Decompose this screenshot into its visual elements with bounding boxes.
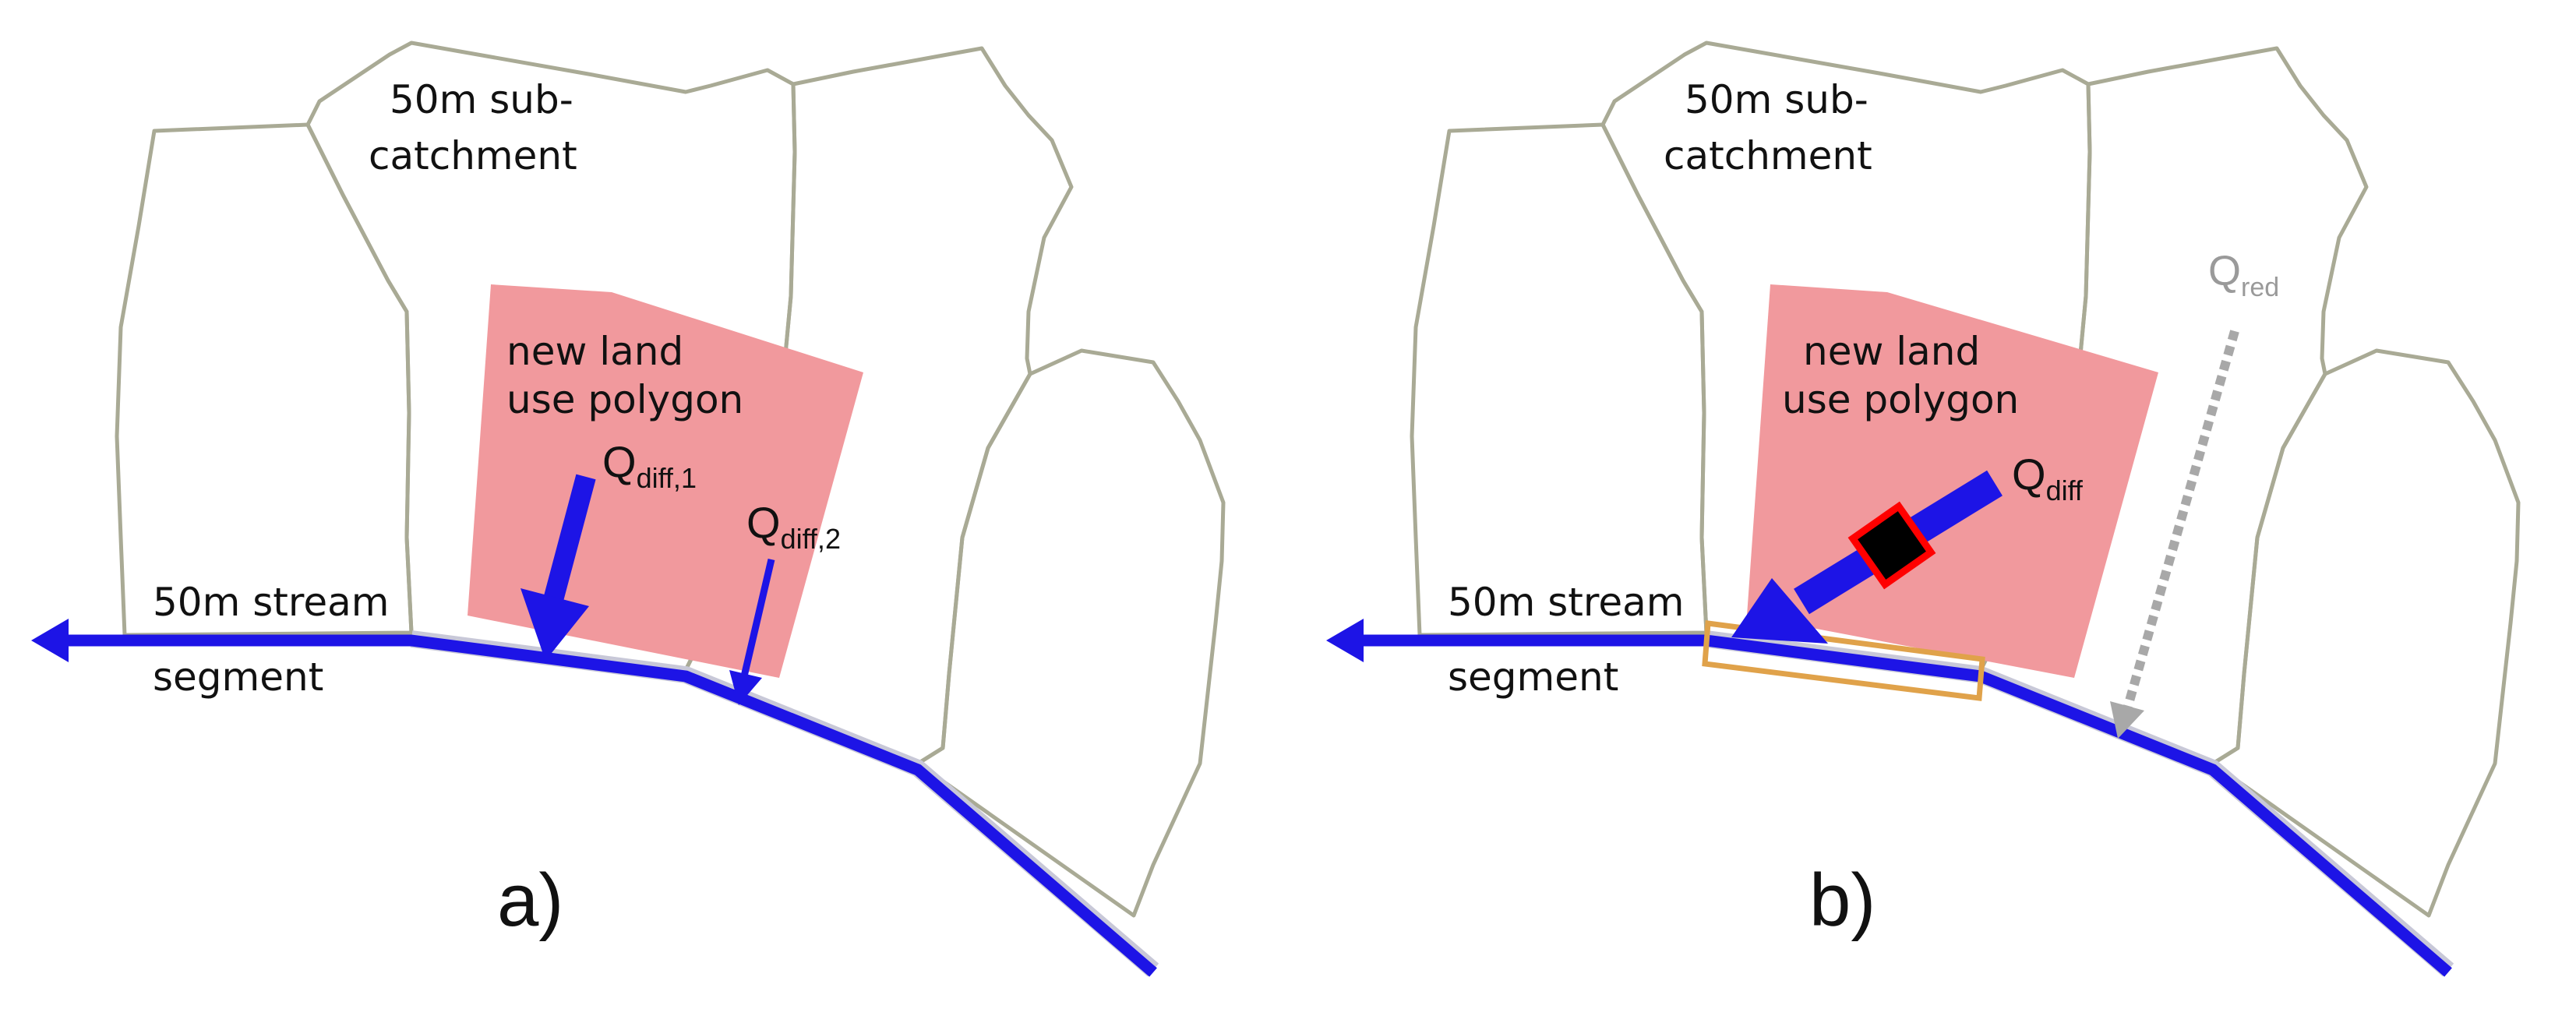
qdiff2-label: Qdiff,2 <box>746 498 841 555</box>
qdiff-label: Qdiff <box>2012 450 2084 506</box>
qdiff2-arrowhead <box>729 670 762 705</box>
polygon-label-line2: use polygon <box>1782 377 2019 422</box>
qred-label: Qred <box>2208 248 2279 302</box>
qred-arrow <box>2123 330 2239 711</box>
qdiff1-label: Qdiff,1 <box>602 437 697 494</box>
panel-a-label: a) <box>497 859 563 942</box>
subcatchment-far-right-outline <box>2211 348 2521 918</box>
flow-reduction-box <box>1847 501 1936 590</box>
stream-outlet-arrowhead <box>1326 619 1364 662</box>
subcatchment-left-outline <box>115 122 414 637</box>
selected-stream-segment-box <box>1702 620 1985 701</box>
panel-b: 50m sub- catchment new land use polygon … <box>1326 41 2521 977</box>
polygon-label-line1: new land <box>506 329 683 374</box>
qdiff2-arrow-shaft <box>740 558 775 678</box>
subcatchment-label-line1: 50m sub- <box>1685 77 1868 122</box>
subcatchment-left-outline <box>1410 122 1709 637</box>
qdiff1-arrowhead <box>520 588 589 661</box>
qdiff-arrowhead <box>1731 578 1828 644</box>
stream-label-line1: 50m stream <box>153 580 389 625</box>
polygon-label-line2: use polygon <box>506 377 743 422</box>
panel-a: 50m sub- catchment new land use polygon … <box>31 41 1226 977</box>
subcatchment-far-right-outline <box>916 348 1226 918</box>
qred-arrowhead <box>2110 701 2144 739</box>
stream-label-line2: segment <box>1448 654 1618 700</box>
qdiff1-arrow-shaft <box>543 474 596 603</box>
panel-b-label: b) <box>1809 859 1876 942</box>
stream-label-line2: segment <box>153 654 323 700</box>
subcatchment-label-line2: catchment <box>369 133 577 178</box>
subcatchment-label-line2: catchment <box>1664 133 1872 178</box>
stream-label-line1: 50m stream <box>1448 580 1684 625</box>
polygon-label-line1: new land <box>1803 329 1980 374</box>
stream-outlet-arrowhead <box>31 619 69 662</box>
stream-line <box>55 634 1157 977</box>
subcatchment-label-line1: 50m sub- <box>390 77 573 122</box>
